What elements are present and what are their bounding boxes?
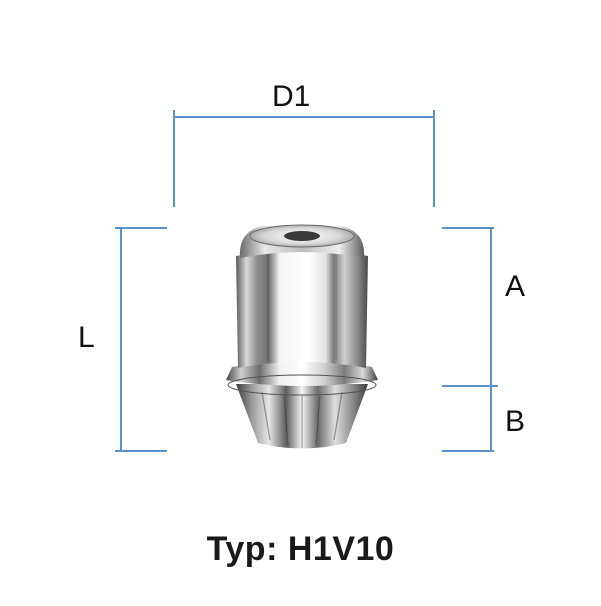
- nut-collar-rim: [227, 374, 377, 396]
- nut-cone-seat: [236, 384, 368, 449]
- nut-hex-body: [236, 250, 368, 368]
- nut-cone-ridges: [261, 391, 343, 448]
- type-caption-prefix: Typ:: [206, 530, 278, 568]
- dimension-a-b: [442, 227, 498, 452]
- dimension-d1: [173, 110, 435, 207]
- nut-center-hole: [284, 231, 320, 241]
- dimension-l: [115, 227, 167, 452]
- dimension-label-l: L: [78, 321, 95, 354]
- nut-collar: [226, 359, 378, 386]
- dimension-label-b: B: [505, 405, 526, 438]
- dimension-label-a: A: [505, 270, 526, 303]
- type-caption: Typ: H1V10: [0, 530, 601, 569]
- dimension-label-d1: D1: [272, 80, 311, 113]
- chrome-lug-nut-icon: [226, 224, 378, 449]
- type-caption-code: H1V10: [287, 530, 395, 568]
